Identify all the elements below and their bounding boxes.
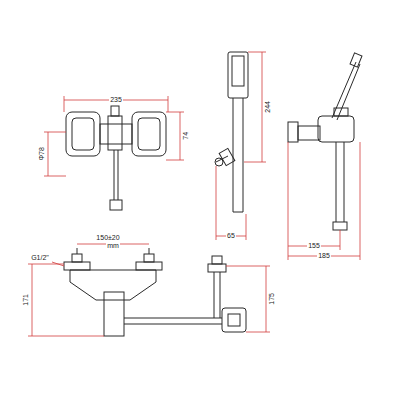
hand-shower-dimensions-stroke: [248, 52, 266, 53]
installation-view-stroke: [214, 272, 215, 318]
side-view-dimensions-stroke: [360, 142, 361, 260]
installation-view-stroke: [124, 324, 222, 325]
hand-shower-dimensions-stroke: [246, 214, 247, 240]
side-view-dimensions-stroke: [340, 230, 341, 250]
front-view-dimensions-stroke: [166, 160, 184, 161]
hand-shower-dimensions-stroke: [244, 162, 266, 163]
front-view-dimensions: [44, 96, 184, 176]
side-view-stroke: [333, 222, 347, 230]
installation-view-stroke: [64, 262, 90, 270]
dimension-label: 175: [268, 292, 276, 306]
installation-dimensions-stroke: [28, 336, 104, 337]
installation-view-stroke: [124, 318, 222, 319]
installation-view-stroke: [104, 292, 124, 336]
hand-shower: [215, 52, 248, 212]
installation-dimensions-stroke: [266, 266, 267, 332]
dimension-label: 171: [22, 293, 30, 307]
front-view-stroke: [132, 112, 166, 156]
front-view-stroke: [108, 116, 122, 150]
side-view-dimensions-stroke: [288, 142, 289, 260]
hand-shower-dimensions-stroke: [262, 52, 263, 162]
dimension-label: 155: [307, 242, 321, 250]
side-view-stroke: [318, 116, 354, 142]
front-view-stroke: [110, 200, 122, 210]
side-view-stroke: [332, 62, 356, 118]
installation-dimensions-stroke: [52, 262, 64, 266]
dimension-label: 65: [226, 232, 236, 240]
hand-shower-stroke: [233, 98, 234, 212]
front-view-dimensions-stroke: [44, 176, 66, 177]
side-view: [288, 53, 362, 230]
dimension-label: 185: [317, 252, 331, 260]
installation-view-stroke: [222, 308, 246, 332]
dimension-label: mm: [106, 242, 120, 250]
side-view-stroke: [288, 122, 298, 142]
installation-dimensions-stroke: [32, 264, 33, 336]
hand-shower-stroke: [228, 52, 248, 98]
dimension-label: 244: [264, 100, 272, 114]
installation-view-stroke: [228, 314, 240, 326]
front-view-dimensions-stroke: [44, 132, 66, 133]
installation-view: [64, 248, 246, 336]
front-view-stroke: [111, 106, 119, 116]
hand-shower-dimensions: [216, 52, 266, 240]
front-view-dimensions-stroke: [64, 96, 65, 112]
installation-dimensions-stroke: [226, 266, 270, 267]
hand-shower-stroke: [233, 212, 243, 213]
front-view-dimensions-stroke: [166, 112, 184, 113]
side-view-stroke: [334, 108, 348, 116]
installation-view-stroke: [220, 272, 221, 318]
front-view-stroke: [66, 112, 100, 156]
installation-dimensions-stroke: [246, 332, 270, 333]
side-view-stroke: [336, 142, 337, 222]
installation-view-stroke: [70, 270, 156, 300]
dimension-label: Φ78: [38, 146, 46, 161]
installation-view-stroke: [136, 262, 162, 270]
dimension-label: 235: [109, 96, 123, 104]
installation-view-stroke: [208, 264, 226, 272]
front-view-dimensions-stroke: [168, 96, 169, 112]
installation-view-stroke: [144, 254, 154, 262]
installation-view-stroke: [149, 248, 150, 254]
dimension-label: 74: [182, 131, 190, 141]
side-view-stroke: [344, 142, 345, 222]
side-view-stroke: [298, 126, 320, 140]
side-view-dimensions: [288, 142, 360, 260]
hand-shower-dimensions-stroke: [216, 166, 217, 240]
front-view: [66, 106, 166, 210]
dimension-label: 150±20: [95, 234, 120, 242]
installation-view-stroke: [212, 256, 222, 264]
hand-shower-stroke: [232, 56, 244, 86]
hand-shower-stroke: [215, 158, 223, 166]
front-view-dimensions-stroke: [180, 112, 181, 160]
installation-view-stroke: [72, 254, 82, 262]
front-view-stroke: [114, 150, 115, 200]
front-view-stroke: [72, 118, 94, 150]
front-view-dimensions-stroke: [48, 132, 49, 176]
dimension-label: G1/2": [30, 254, 50, 262]
installation-view-stroke: [77, 248, 78, 254]
front-view-stroke: [100, 124, 132, 144]
front-view-stroke: [138, 118, 160, 150]
hand-shower-stroke: [243, 98, 244, 212]
side-view-stroke: [350, 53, 362, 67]
installation-dimensions: [28, 244, 270, 336]
front-view-stroke: [118, 150, 119, 200]
